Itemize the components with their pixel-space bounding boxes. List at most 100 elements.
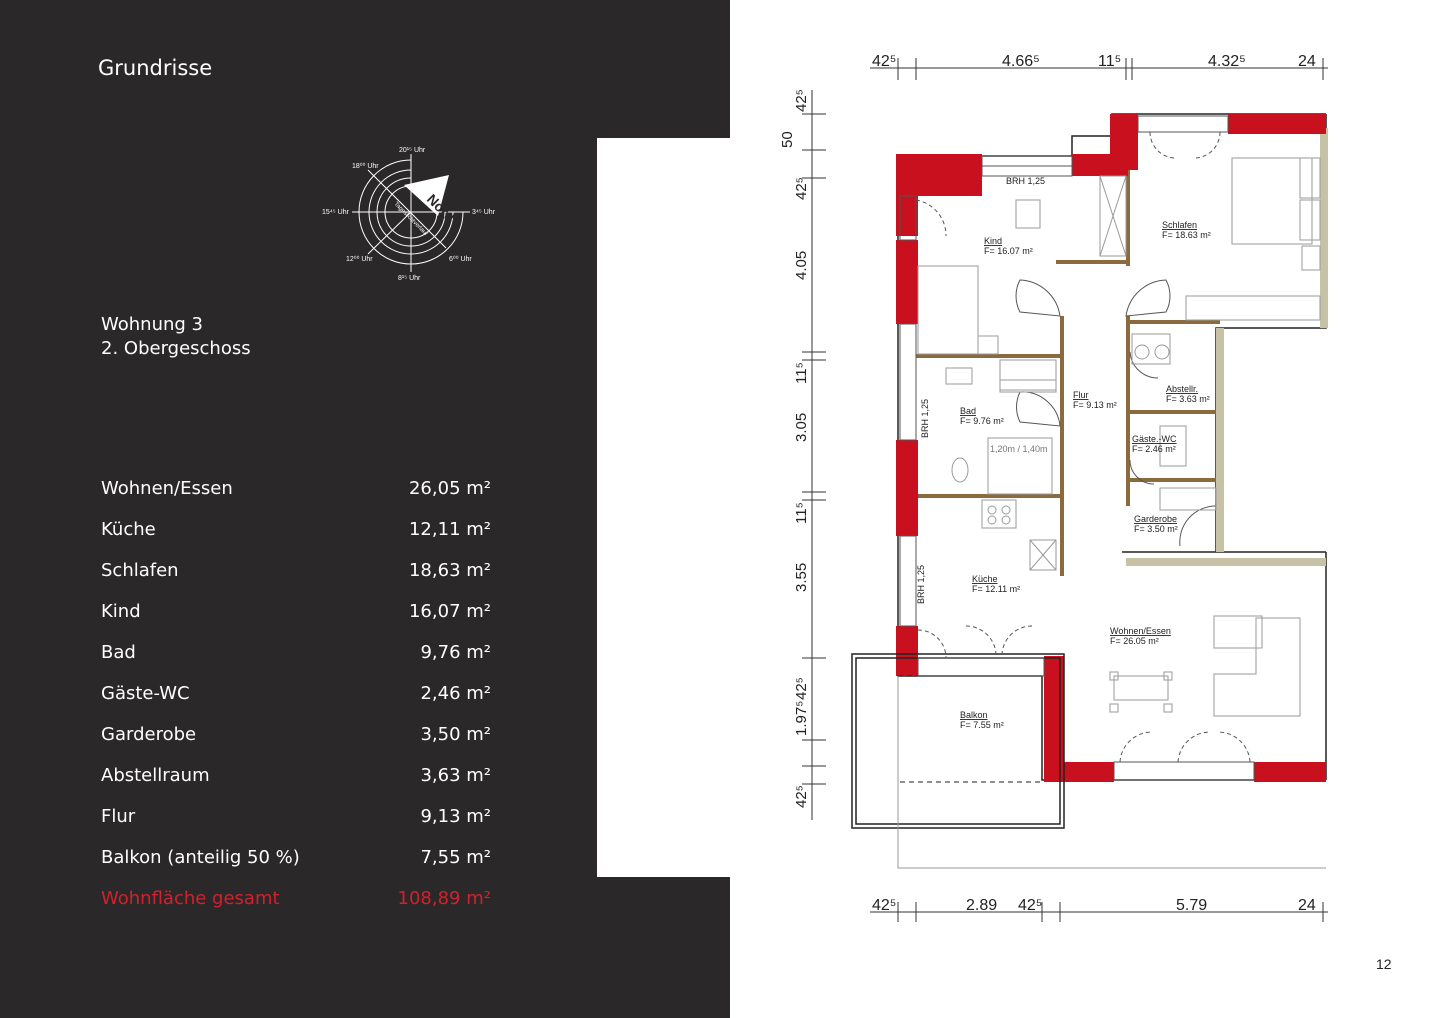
total-area-row: Wohnfläche gesamt 108,89 m² [101,888,491,909]
plan-label-flur: Flur [1073,390,1089,400]
room-area: 16,07 m² [408,601,491,622]
room-area-list: Wohnen/Essen 26,05 m² Küche 12,11 m² Schla… [101,468,491,878]
plan-area-bad: F= 9.76 m² [960,416,1004,426]
room-area: 9,76 m² [420,642,491,663]
compass-time-1: 20¹⁵ Uhr [399,147,426,154]
room-name: Gäste-WC [101,683,190,704]
room-row: Kind 16,07 m² [101,591,491,632]
plan-area-kind: F= 16.07 m² [984,246,1033,256]
room-name: Flur [101,806,136,827]
plan-area-gaeste: F= 2.46 m² [1132,444,1176,454]
room-name: Abstellraum [101,765,210,786]
page-title: Grundrisse [98,56,213,80]
bottom-dimension-line [870,902,1328,922]
room-area: 26,05 m² [408,478,491,499]
apartment-name: Wohnung 3 [101,314,203,335]
bottom-dim-4: 5.79 [1176,897,1207,914]
room-name: Garderobe [101,724,197,745]
plan-area-flur: F= 9.13 m² [1073,400,1117,410]
left-dim-4: 4.05 [793,251,810,280]
plan-label-garderobe: Garderobe [1134,514,1177,524]
plan-area-schlafen: F= 18.63 m² [1162,230,1211,240]
compass-time-2: 18⁰⁰ Uhr [352,162,379,170]
room-name: Schlafen [101,560,179,581]
balcony-outline [851,653,1065,829]
door-swings [915,131,1251,763]
room-name: Balkon (anteilig 50 %) [101,847,300,868]
compass-time-3: 15⁴⁵ Uhr [322,209,350,216]
top-dim-2: 4.66⁵ [1002,53,1040,70]
plan-area-garderobe: F= 3.50 m² [1134,524,1178,534]
room-row: Bad 9,76 m² [101,632,491,673]
compass-time-7: 3⁴⁵ Uhr [472,209,496,216]
total-label: Wohnfläche gesamt [101,888,280,909]
plan-label-bad: Bad [960,406,976,416]
total-area: 108,89 m² [397,888,491,909]
plan-brh-kueche: BRH 1,25 [916,565,926,604]
left-dim-7: 11⁵ [793,502,810,524]
left-dimension-line [802,90,826,820]
room-area: 9,13 m² [420,806,491,827]
compass-time-6: 6⁰⁰ Uhr [449,255,472,263]
top-dim-5: 24 [1298,53,1316,70]
bottom-dim-5: 24 [1298,897,1316,914]
plan-brh-bad: BRH 1,25 [920,399,930,438]
room-area: 3,50 m² [420,724,491,745]
room-area: 18,63 m² [408,560,491,581]
bottom-dim-1: 42⁵ [872,897,896,914]
compass-north-label: Nord [424,191,458,225]
door-swings-solid [1015,279,1217,547]
left-dim-8: 3.55 [793,563,810,592]
plan-label-wohnen: Wohnen/Essen [1110,626,1171,636]
white-accent-panel [597,138,730,877]
sun-compass-icon: Nord Tageslichtverlauf 20¹⁵ Uhr 18⁰⁰ Uhr… [322,147,496,282]
room-name: Bad [101,642,136,663]
plan-area-kueche: F= 12.11 m² [972,584,1020,594]
room-name: Küche [101,519,156,540]
bottom-dim-2: 2.89 [966,897,997,914]
left-dim-2: 50 [779,131,796,148]
left-dim-9: 1.97⁵ [793,701,810,736]
room-row: Wohnen/Essen 26,05 m² [101,468,491,509]
room-row: Balkon (anteilig 50 %) 7,55 m² [101,837,491,878]
left-dim-10: 42⁵ [793,677,810,700]
room-name: Wohnen/Essen [101,478,233,499]
furniture [917,157,1321,717]
top-dim-3: 11⁵ [1098,53,1121,70]
left-dim-11: 42⁵ [793,785,810,808]
plan-label-abstell: Abstellr. [1166,384,1198,394]
floor-plan: 42⁵ 4.66⁵ 11⁵ 4.32⁵ 24 42⁵ 2.89 42⁵ 5.79… [779,53,1328,922]
interior-walls [1126,128,1328,566]
room-area: 12,11 m² [408,519,491,540]
room-row: Küche 12,11 m² [101,509,491,550]
left-dim-6: 3.05 [793,413,810,442]
plan-area-balkon: F= 7.55 m² [960,720,1004,730]
plan-label-balkon: Balkon [960,710,988,720]
plan-label-gaeste: Gäste.-WC [1132,434,1177,444]
exterior-walls-red [896,114,1326,782]
page-number: 12 [1376,956,1392,972]
room-row: Garderobe 3,50 m² [101,714,491,755]
room-row: Abstellraum 3,63 m² [101,755,491,796]
plan-shower-size: 1,20m / 1,40m [990,444,1048,454]
left-dim-1: 42⁵ [793,89,810,112]
terrace-line [897,676,1326,869]
left-dim-5: 11⁵ [793,362,810,384]
room-name: Kind [101,601,141,622]
plan-label-kind: Kind [984,236,1002,246]
room-area: 3,63 m² [420,765,491,786]
compass-time-5: 8¹⁵ Uhr [398,275,421,282]
room-row: Schlafen 18,63 m² [101,550,491,591]
windows [899,115,1255,781]
room-row: Flur 9,13 m² [101,796,491,837]
bottom-dim-3: 42⁵ [1018,897,1042,914]
top-dim-1: 42⁵ [872,53,896,70]
left-dim-3: 42⁵ [793,177,810,200]
top-dim-4: 4.32⁵ [1208,53,1246,70]
compass-time-4: 12⁰⁰ Uhr [346,255,373,263]
room-area: 7,55 m² [420,847,491,868]
plan-label-kueche: Küche [972,574,998,584]
apartment-floor: 2. Obergeschoss [101,338,251,359]
plan-area-wohnen: F= 26.05 m² [1110,636,1159,646]
